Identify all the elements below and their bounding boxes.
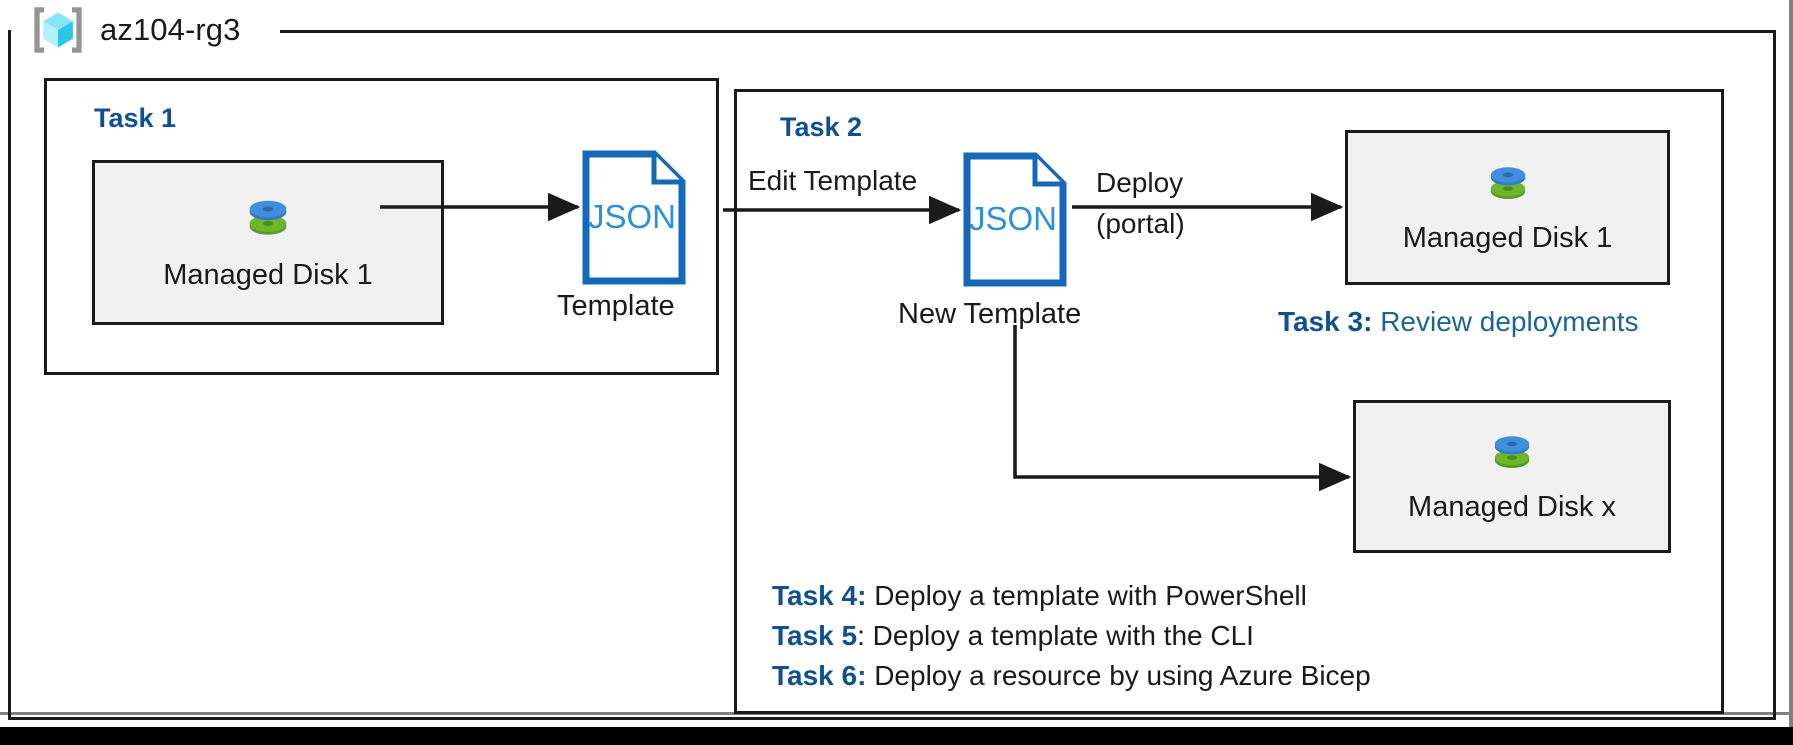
outer-frame — [1789, 0, 1793, 727]
note-task-3-tag: Task 3: — [1278, 306, 1373, 337]
resource-group-border-bottom — [8, 717, 1776, 720]
task-1-container — [44, 78, 719, 375]
task-2-container — [734, 89, 1724, 714]
resource-card-label: Managed Disk 1 — [163, 259, 373, 291]
managed-disk-icon — [1494, 436, 1530, 468]
edge-label-portal: (portal) — [1096, 208, 1185, 239]
note-task-3-text: Review deployments — [1372, 306, 1639, 337]
template-caption: Template — [557, 290, 675, 322]
resource-card-label: Managed Disk 1 — [1402, 222, 1613, 254]
note-task-6: Task 6: Deploy a resource by using Azure… — [772, 660, 1371, 692]
task-2-heading: Task 2 — [780, 112, 863, 142]
resource-card-managed-disk-x[interactable]: Managed Disk x — [1353, 400, 1671, 553]
azure-resource-group-cube-icon — [34, 7, 82, 53]
json-document-icon-new-template[interactable]: JSON — [963, 152, 1067, 287]
resource-card-managed-disk-1-deployed[interactable]: Managed Disk 1 — [1345, 130, 1670, 285]
note-task-6-tag: Task 6: — [772, 660, 867, 691]
resource-group-name: az104-rg3 — [100, 12, 241, 47]
edge-label-deploy: Deploy — [1096, 167, 1184, 198]
bottom-black-bar — [0, 727, 1793, 745]
new-template-caption: New Template — [898, 298, 1082, 330]
note-task-5: Task 5: Deploy a template with the CLI — [772, 620, 1254, 652]
resource-card-managed-disk-1[interactable]: Managed Disk 1 — [92, 160, 444, 325]
task-1-heading: Task 1 — [94, 103, 177, 133]
edge-label-edit-template: Edit Template — [748, 165, 918, 196]
json-doc-text: JSON — [969, 200, 1057, 237]
note-task-4: Task 4: Deploy a template with PowerShel… — [772, 580, 1307, 612]
resource-group-border-top — [280, 30, 1776, 33]
resource-card-label: Managed Disk x — [1408, 491, 1616, 523]
managed-disk-icon — [249, 200, 287, 235]
note-task-5-text: : Deploy a template with the CLI — [857, 620, 1254, 651]
json-document-icon[interactable]: JSON — [582, 150, 686, 285]
resource-group-border-left — [8, 30, 11, 720]
json-doc-text: JSON — [588, 198, 676, 235]
note-task-4-text: Deploy a template with PowerShell — [866, 580, 1307, 611]
note-task-4-tag: Task 4: — [772, 580, 867, 611]
note-task-5-tag: Task 5 — [772, 620, 858, 651]
resource-group-border-right — [1773, 30, 1776, 720]
note-task-3: Task 3: Review deployments — [1278, 306, 1639, 338]
resource-group-header: az104-rg3 — [30, 2, 249, 58]
managed-disk-icon — [1490, 167, 1525, 199]
note-task-6-text: Deploy a resource by using Azure Bicep — [866, 660, 1371, 691]
